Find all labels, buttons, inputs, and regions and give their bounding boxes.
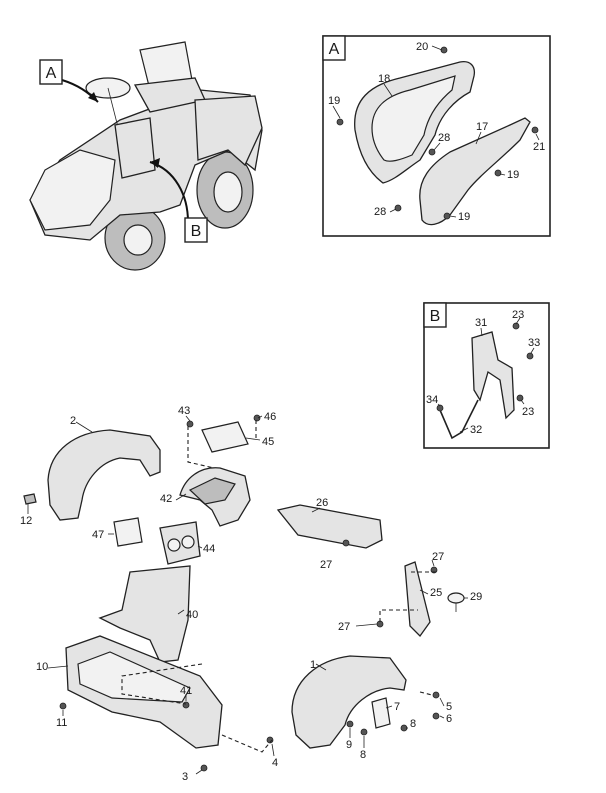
label-3: 3 (182, 771, 188, 783)
inset-b-tag-text: B (430, 308, 441, 325)
label-25: 25 (430, 587, 442, 599)
label-42: 42 (160, 493, 172, 505)
inset-a-tag-text: A (329, 41, 340, 58)
label-41: 41 (180, 685, 192, 697)
label-27b: 27 (432, 551, 444, 563)
callout-tag-a-text: A (46, 65, 57, 82)
label-28b: 28 (374, 206, 386, 218)
label-47: 47 (92, 529, 104, 541)
label-32: 32 (470, 424, 482, 436)
callout-tag-b: B (184, 217, 208, 243)
label-6: 6 (446, 713, 452, 725)
label-19b: 19 (507, 169, 519, 181)
label-17: 17 (476, 121, 488, 133)
label-20: 20 (416, 41, 428, 53)
label-10: 10 (36, 661, 48, 673)
label-7: 7 (394, 701, 400, 713)
inset-b: B 31 23 33 34 23 32 (423, 302, 550, 449)
label-27c: 27 (338, 621, 350, 633)
label-43: 43 (178, 405, 190, 417)
label-34: 34 (426, 394, 438, 406)
label-21: 21 (533, 141, 545, 153)
label-23b: 23 (522, 406, 534, 418)
label-1: 1 (310, 659, 316, 671)
label-18: 18 (378, 73, 390, 85)
label-4: 4 (272, 757, 278, 769)
label-19: 19 (328, 95, 340, 107)
exploded-view: 2 43 46 45 12 42 26 47 44 27 27 25 29 40… (20, 405, 482, 783)
label-11: 11 (56, 717, 67, 729)
label-8: 8 (410, 718, 416, 730)
label-8b: 8 (360, 749, 366, 761)
label-27: 27 (320, 559, 332, 571)
tractor-overview (29, 41, 263, 271)
label-31: 31 (475, 317, 487, 329)
label-26: 26 (316, 497, 328, 509)
label-33: 33 (528, 337, 540, 349)
label-29: 29 (470, 591, 482, 603)
label-44: 44 (203, 543, 215, 555)
label-23: 23 (512, 309, 524, 321)
label-19c: 19 (458, 211, 470, 223)
callout-tag-b-text: B (191, 223, 202, 240)
label-12: 12 (20, 515, 32, 527)
label-40: 40 (186, 609, 198, 621)
label-2: 2 (70, 415, 76, 427)
label-5: 5 (446, 701, 452, 713)
label-45: 45 (262, 436, 274, 448)
label-9: 9 (346, 739, 352, 751)
label-46: 46 (264, 411, 276, 423)
callout-tag-a: A (39, 59, 63, 85)
inset-a: A 20 18 19 17 21 28 19 28 19 (322, 35, 551, 237)
label-28: 28 (438, 132, 450, 144)
